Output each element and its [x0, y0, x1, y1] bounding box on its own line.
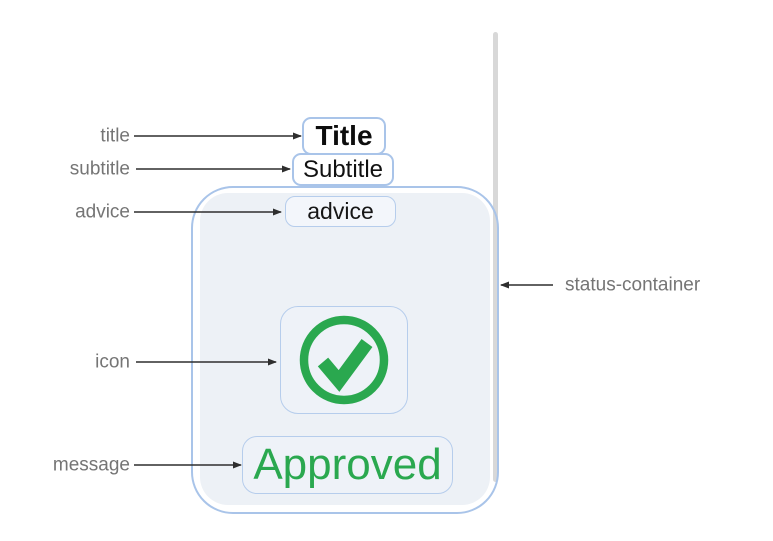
- annotation-label-icon: icon: [95, 351, 130, 373]
- icon-box: [280, 306, 408, 414]
- annotation-label-title: title: [100, 125, 130, 147]
- check-circle-icon: [299, 315, 389, 405]
- annotation-label-status-container: status-container: [565, 274, 701, 296]
- advice-box: advice: [285, 196, 396, 227]
- message-box: Approved: [242, 436, 453, 494]
- advice-text: advice: [307, 198, 374, 224]
- annotation-label-message: message: [52, 454, 130, 476]
- annotation-label-subtitle: subtitle: [69, 158, 130, 180]
- annotation-label-advice: advice: [75, 201, 130, 223]
- message-text: Approved: [253, 440, 442, 489]
- status-container: [191, 186, 499, 514]
- subtitle-text: Subtitle: [302, 155, 384, 183]
- subtitle-box: Subtitle: [292, 153, 394, 186]
- title-box: Title: [302, 117, 386, 155]
- title-text: Title: [315, 120, 373, 151]
- vertical-line: [493, 32, 498, 482]
